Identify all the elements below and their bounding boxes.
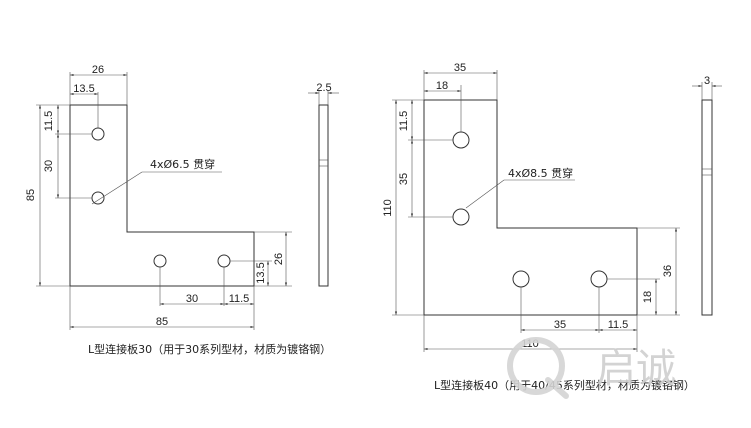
plate-40-hole-callout: 4xØ8.5 贯穿 <box>508 166 573 180</box>
dim-thickness: 2.5 <box>316 82 331 94</box>
plate-30-hole-callout: 4xØ6.5 贯穿 <box>150 157 215 171</box>
dim-bottom-height: 36 <box>662 265 674 277</box>
plate-30-hole <box>91 127 105 141</box>
dim-top-width: 26 <box>92 64 104 76</box>
dim-bottom-height: 26 <box>273 253 285 265</box>
dim-bottom-hole-y: 18 <box>642 291 654 303</box>
dim-hole-offset-x: 13.5 <box>73 83 94 95</box>
plate-40-hole <box>452 208 470 226</box>
plate-30-hole <box>153 254 167 268</box>
dim-hole-pitch-v: 35 <box>398 173 410 185</box>
plate-30-side-view <box>318 104 329 287</box>
watermark-text: 启诚 <box>596 346 676 392</box>
plate-40-caption: L型连接板40（用于40/45系列型材，材质为镀铬钢） <box>434 378 695 392</box>
dim-hole-pitch-v: 30 <box>43 160 55 172</box>
dim-edge-offset: 11.5 <box>608 319 629 331</box>
plate-40-hole <box>452 131 470 149</box>
dim-hole-offset-y: 11.5 <box>43 111 55 132</box>
dim-total-width: 85 <box>156 316 168 328</box>
plate-40-drawing: 35 18 11.5 35 110 4xØ8.5 贯穿 35 11.5 110 <box>382 62 722 392</box>
dim-total-height: 85 <box>25 189 37 201</box>
plate-40-hole <box>512 270 530 288</box>
dim-bottom-hole-y: 13.5 <box>255 262 267 283</box>
plate-30-hole <box>217 254 231 268</box>
dim-top-width: 35 <box>454 62 466 74</box>
plate-40-hole <box>590 270 608 288</box>
dim-hole-offset-x: 18 <box>436 80 448 92</box>
watermark: 启诚 <box>507 337 676 399</box>
plate-30-hole <box>91 191 105 205</box>
dim-hole-pitch-h: 35 <box>554 319 566 331</box>
dim-hole-pitch-h: 30 <box>186 293 198 305</box>
watermark-logo-icon <box>507 337 565 395</box>
plate-30-drawing: 26 13.5 11.5 30 85 4xØ6.5 贯穿 30 11.5 85 <box>25 64 339 356</box>
plate-30-caption: L型连接板30（用于30系列型材，材质为镀铬钢） <box>88 342 331 356</box>
dim-edge-offset: 11.5 <box>229 293 250 305</box>
dim-total-height: 110 <box>382 199 394 217</box>
dim-hole-offset-y: 11.5 <box>398 111 410 132</box>
dim-thickness: 3 <box>704 75 710 87</box>
plate-40-side-view <box>701 99 713 316</box>
